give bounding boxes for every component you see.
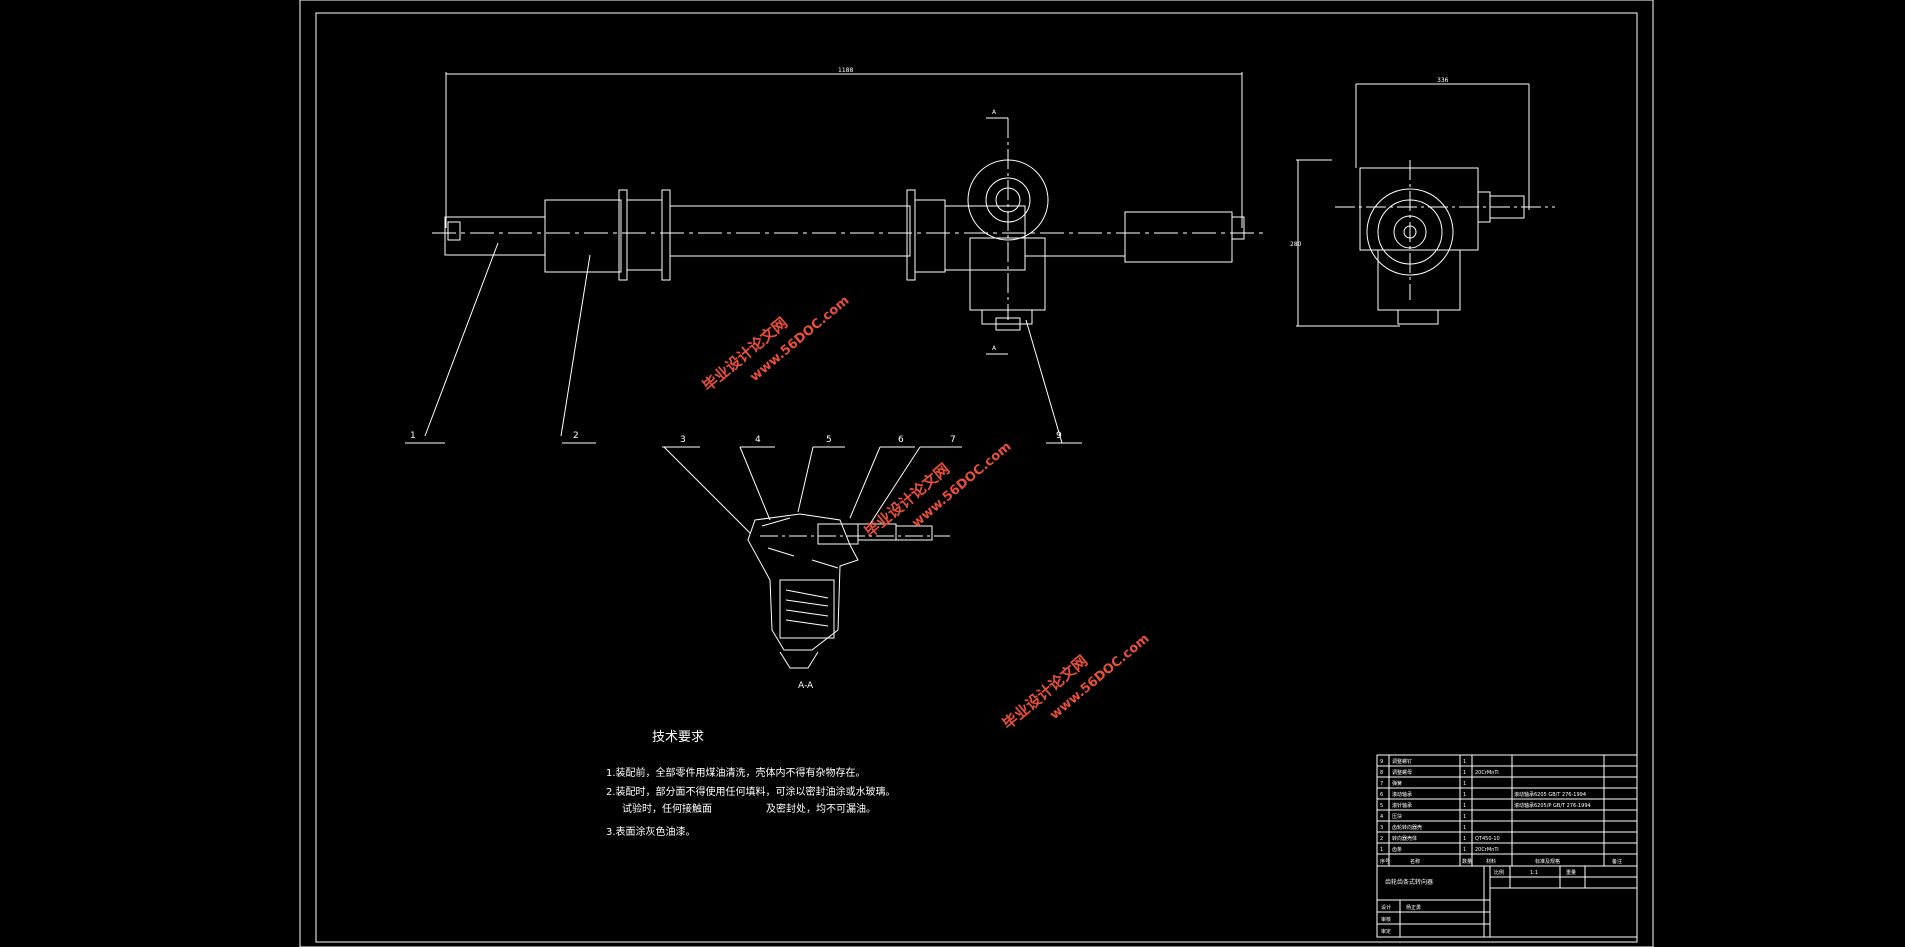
tb-row-std: 滚动轴承6205/P GB/T 276-1994 [1514, 802, 1591, 809]
tb-row-qty: 1 [1463, 847, 1466, 853]
dimension-texts: 1188 336 280 A A [838, 67, 1449, 352]
tb-row-no: 5 [1380, 803, 1383, 809]
section-mark-bottom: A [992, 345, 997, 352]
tb-check-label: 审核 [1381, 916, 1391, 923]
tb-row-qty: 1 [1463, 759, 1466, 765]
title-block: 9 调整螺钉 1 8 调整螺母 1 20CrMnTi 7 弹簧 1 6 滚动轴承 1 滚动轴承6205 G… [1376, 754, 1638, 938]
tb-header-name: 名称 [1410, 858, 1420, 865]
tb-row-mat: 20CrMnTi [1475, 770, 1499, 776]
balloon-6: 6 [898, 435, 904, 445]
tech-req-line1: 1.装配前，全部零件用煤油清洗，壳体内不得有杂物存在。 [606, 766, 866, 779]
tech-requirements: 技术要求 1.装配前，全部零件用煤油清洗，壳体内不得有杂物存在。 2.装配时，部… [606, 730, 896, 838]
front-view [432, 72, 1265, 355]
tb-approve-label: 审定 [1381, 928, 1391, 935]
tb-row-no: 7 [1380, 781, 1383, 787]
tb-scale-value: 1:1 [1530, 870, 1538, 876]
sheet-border [299, 0, 1654, 947]
tb-weight-label: 重量 [1566, 869, 1576, 876]
tb-row-std: 滚动轴承6205 GB/T 276-1994 [1514, 791, 1586, 798]
section-label: A-A [798, 681, 814, 691]
tb-header-note: 备注 [1612, 858, 1622, 865]
dim-side-height: 280 [1290, 241, 1302, 248]
tb-row-qty: 1 [1463, 792, 1466, 798]
tb-row-name: 滚针轴承 [1392, 802, 1412, 809]
tb-row-name: 压块 [1392, 813, 1402, 820]
section-mark-top: A [992, 109, 997, 116]
tb-row-name: 转向器壳体 [1392, 835, 1417, 842]
tb-row-mat: QT450-10 [1475, 836, 1500, 842]
tech-req-line2: 2.装配时，部分面不得使用任何填料，可涂以密封油涂或水玻璃。 [606, 785, 896, 798]
tb-row-qty: 1 [1463, 814, 1466, 820]
tb-design-label: 设计 [1381, 904, 1391, 911]
tb-header-material: 材料 [1486, 858, 1496, 865]
tb-row-name: 齿轮转向器壳 [1392, 824, 1422, 831]
balloon-5: 5 [826, 435, 832, 445]
tb-row-no: 1 [1380, 847, 1383, 853]
tb-row-no: 3 [1380, 825, 1383, 831]
tb-header-no: 序号 [1380, 858, 1390, 865]
tb-row-mat: 20CrMnTi [1475, 847, 1499, 853]
tb-row-name: 调整螺钉 [1392, 758, 1412, 765]
tb-row-no: 9 [1380, 759, 1383, 765]
tech-req-line2b-a: 试验时，任何接触面 [622, 802, 712, 815]
tb-row-name: 齿条 [1392, 846, 1402, 853]
tb-header-qty: 数量 [1462, 858, 1472, 865]
tb-row-no: 2 [1380, 836, 1383, 842]
side-view [1296, 83, 1555, 327]
balloon-3: 3 [680, 435, 686, 445]
tech-req-line2b-b: 及密封处，均不可漏油。 [766, 802, 876, 815]
tb-row-name: 弹簧 [1392, 780, 1402, 787]
section-aa [747, 513, 950, 669]
title-block-rows: 9 调整螺钉 1 8 调整螺母 1 20CrMnTi 7 弹簧 1 6 滚动轴承 1 滚动轴承6205 G… [1380, 758, 1591, 853]
tb-row-no: 8 [1380, 770, 1383, 776]
tb-row-qty: 1 [1463, 836, 1466, 842]
tb-row-name: 调整螺母 [1392, 769, 1412, 776]
tb-row-qty: 1 [1463, 781, 1466, 787]
balloon-7: 7 [950, 435, 956, 445]
tb-header-std: 标准及规格 [1535, 858, 1560, 865]
tb-row-qty: 1 [1463, 770, 1466, 776]
tech-req-title: 技术要求 [652, 730, 704, 745]
balloon-2: 2 [573, 431, 579, 441]
tech-req-line3: 3.表面涂灰色油漆。 [606, 825, 696, 838]
balloon-numbers: 1 2 3 4 5 6 7 9 [410, 431, 1062, 445]
tb-row-qty: 1 [1463, 825, 1466, 831]
balloon-1: 1 [410, 431, 416, 441]
tb-row-no: 6 [1380, 792, 1383, 798]
tb-designer: 杨正勇 [1406, 904, 1421, 911]
dim-side-width: 336 [1437, 77, 1449, 84]
tb-row-qty: 1 [1463, 803, 1466, 809]
tb-drawing-title: 齿轮齿条式转向器 [1385, 878, 1433, 886]
balloon-9: 9 [1056, 431, 1062, 441]
leader-lines [405, 242, 1082, 534]
tb-scale-label: 比例 [1494, 869, 1504, 876]
balloon-4: 4 [755, 435, 761, 445]
tb-row-name: 滚动轴承 [1392, 791, 1412, 798]
tb-row-no: 4 [1380, 814, 1383, 820]
dim-overall: 1188 [838, 67, 853, 74]
